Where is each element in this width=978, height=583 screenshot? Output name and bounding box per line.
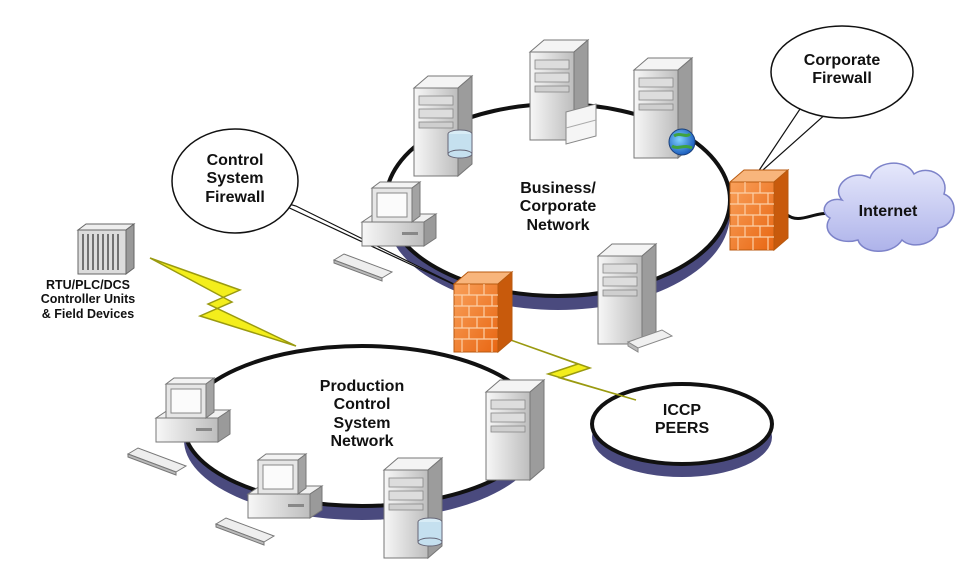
rtu-rack-device [76,223,136,275]
production-keyboard-1-icon [127,447,187,476]
iccp-peers-label: ICCP PEERS [612,402,752,439]
corporate-firewall-callout-line: Corporate [803,52,881,69]
corporate-firewall-callout-line: Firewall [812,70,872,88]
corporate-firewall-callout-label: Corporate Firewall [782,52,902,89]
control-firewall-callout-label: Control System Firewall [175,152,295,207]
iccp-peers-ring [590,382,774,477]
business-network-label: Business/ Corporate Network [488,180,628,235]
iccp-peers-label-line: ICCP [662,402,702,419]
control-firewall-callout-line: Firewall [205,188,265,206]
control-firewall-callout-line: Control [206,152,264,169]
field-devices-label-line: RTU/PLC/DCS [45,278,131,292]
database-server-icon [413,75,473,177]
production-network-label-line: Production [319,378,405,395]
business-keyboard-icon [333,253,393,282]
application-server-icon [529,39,597,145]
web-server-icon [633,57,696,159]
internet-label-text: Internet [858,203,918,220]
internet-label: Internet [838,203,938,221]
control-firewall-callout [171,128,299,234]
corporate-firewall-callout [770,25,914,119]
production-server-icon [485,379,545,481]
production-network-label-line: Network [330,433,394,451]
corporate-firewall-icon [729,169,789,251]
internet-cloud [823,162,955,252]
production-keyboard-2-icon [215,517,275,546]
field-devices-label-line: Controller Units [40,292,136,307]
business-network-label-line: Network [526,216,590,234]
file-server-icon [597,243,674,353]
field-devices-label: RTU/PLC/DCS Controller Units & Field Dev… [14,278,162,321]
production-network-label-line: Control [333,396,391,414]
production-network-label: Production Control System Network [292,378,432,452]
corporate-firewall-callout-tail [753,105,830,179]
production-database-server-icon [383,457,443,559]
business-network-label-line: Business/ [520,180,596,197]
control-firewall-callout-line: System [206,170,264,188]
lightning-bolt-field [149,257,297,347]
lightning-bolt-iccp [504,337,637,401]
production-network-label-line: System [333,414,391,432]
control-system-firewall-icon [453,271,513,353]
business-network-label-line: Corporate [519,198,597,216]
iccp-peers-label-line: PEERS [654,420,710,438]
field-devices-label-line: & Field Devices [41,306,135,321]
